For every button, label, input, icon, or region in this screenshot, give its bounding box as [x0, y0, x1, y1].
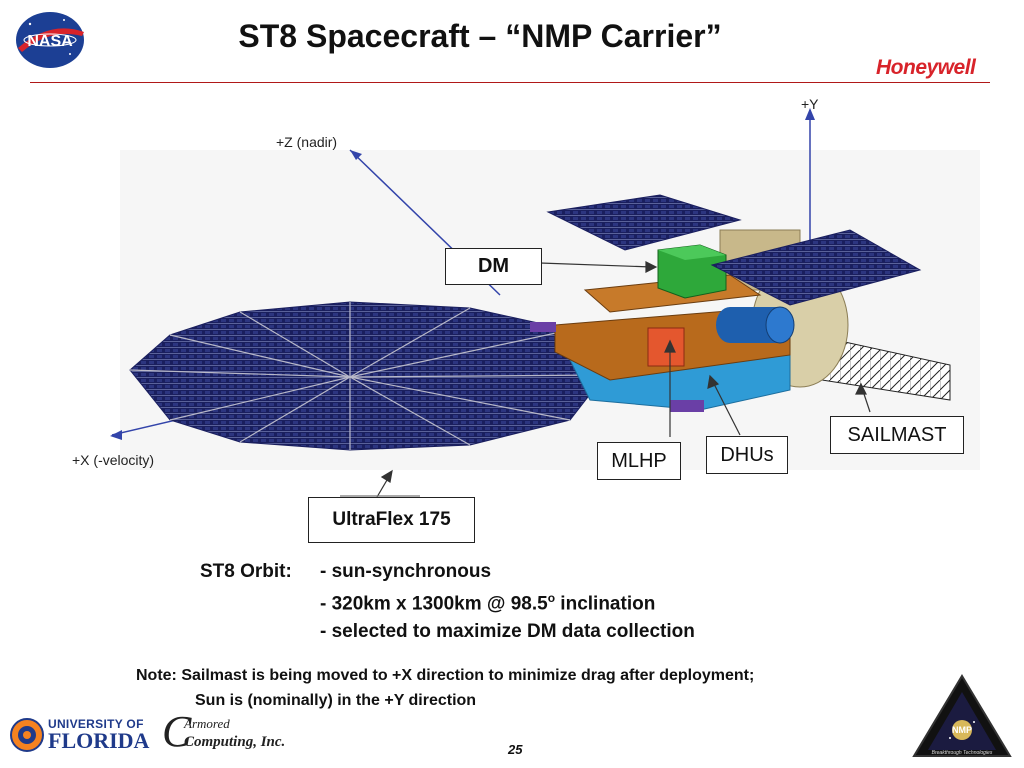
nmp-logo-text: NMP	[952, 725, 972, 735]
page-title: ST8 Spacecraft – “NMP Carrier”	[238, 18, 722, 54]
header-divider	[30, 82, 990, 83]
page-number: 25	[508, 742, 523, 757]
note-line-2: Sun is (nominally) in the +Y direction	[195, 692, 477, 709]
orbit-line-1: - sun-synchronous	[320, 561, 492, 582]
x-axis-arrowhead	[110, 430, 122, 440]
mlhp-label: MLHP	[597, 442, 681, 480]
armored-logo-line2: Computing, Inc.	[184, 734, 286, 750]
x-axis-label: +X (-velocity)	[72, 452, 155, 468]
dhus-label: DHUs	[706, 436, 788, 474]
y-axis-arrowhead	[805, 108, 815, 120]
orbit-line-2-post: inclination	[555, 593, 656, 615]
nasa-logo: NASA	[14, 10, 86, 70]
degree-superscript: o	[547, 591, 556, 605]
note-line-1: Note: Sailmast is being moved to +X dire…	[136, 667, 755, 684]
armored-computing-logo: C Armored Computing, Inc.	[162, 707, 286, 756]
armored-logo-line1: Armored	[184, 716, 230, 731]
spacecraft-bus	[530, 229, 849, 412]
orbit-line-2-pre: - 320km x 1300km @ 98.5	[320, 593, 548, 615]
z-axis-label: +Z (nadir)	[276, 134, 338, 150]
nmp-logo-subtitle: Breakthrough Technologies	[932, 750, 993, 756]
orbit-lead: ST8 Orbit:	[200, 561, 292, 582]
orbit-line-3: - selected to maximize DM data collectio…	[320, 621, 695, 642]
y-axis-label: +Y	[801, 96, 819, 112]
honeywell-logo: Honeywell	[876, 56, 976, 79]
uf-logo-line2: FLORIDA	[48, 728, 150, 753]
dm-label: DM	[445, 248, 542, 285]
nmp-logo: NMP Breakthrough Technologies	[910, 672, 1014, 760]
solar-panel-upper-left	[546, 194, 742, 251]
orbit-line-2: - 320km x 1300km @ 98.5o inclination	[320, 591, 655, 615]
spacecraft-diagram	[100, 90, 980, 530]
uf-seal	[10, 716, 44, 754]
ultraflex-label: UltraFlex 175	[308, 497, 475, 543]
uf-logo-line1: UNIVERSITY OF	[48, 717, 144, 731]
uf-logo: UNIVERSITY OF FLORIDA	[48, 718, 149, 752]
nasa-logo-text: NASA	[27, 33, 73, 50]
ultraflex-array	[129, 301, 606, 451]
z-axis-arrowhead	[350, 150, 362, 160]
sailmast-label: SAILMAST	[830, 416, 964, 454]
solar-panel-upper-right	[710, 229, 922, 306]
